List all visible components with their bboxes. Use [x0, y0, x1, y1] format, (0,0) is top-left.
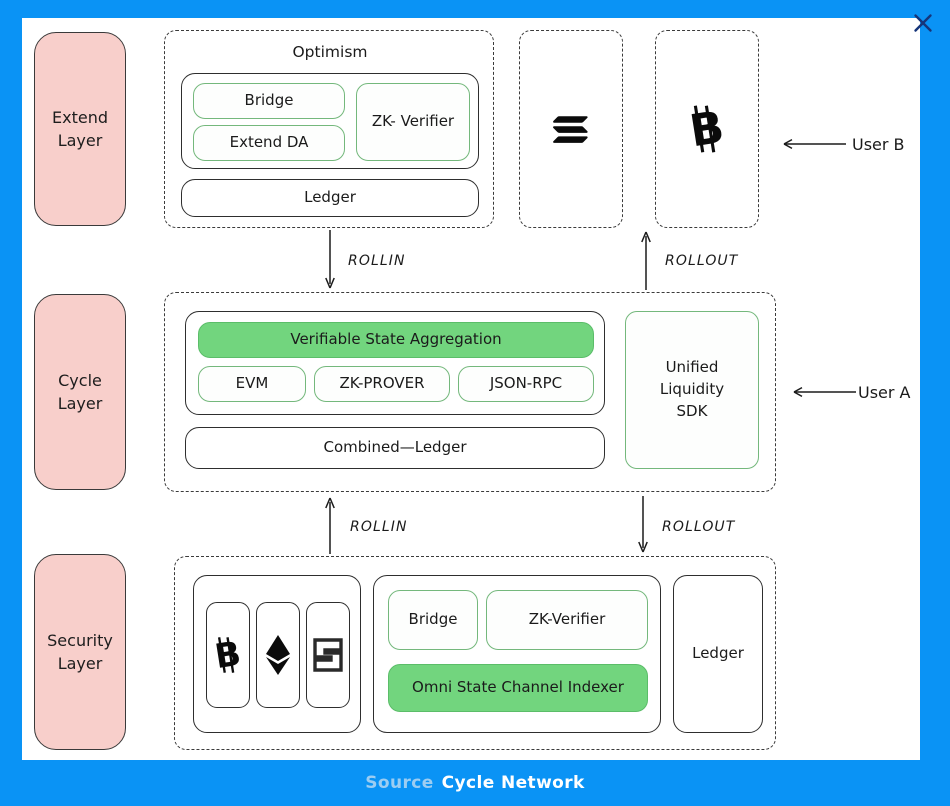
cycle-execution-container: Verifiable State Aggregation EVM ZK-PROV…: [185, 311, 605, 415]
layer-pill-cycle: Cycle Layer: [34, 294, 126, 490]
user-b-label: User B: [852, 135, 905, 154]
security-module-bridge-label: Bridge: [408, 610, 458, 629]
verifiable-state-aggregation[interactable]: Verifiable State Aggregation: [198, 322, 594, 358]
optimism-ledger[interactable]: Ledger: [181, 179, 479, 217]
bottom-rollin-arrow: [325, 497, 335, 554]
cycle-layer-group: Verifiable State Aggregation EVM ZK-PROV…: [164, 292, 776, 492]
optimism-title: Optimism: [292, 43, 368, 61]
solana-icon: [551, 113, 591, 145]
module-zk-verifier-label: ZK- Verifier: [371, 112, 455, 131]
layer-pill-security: Security Layer: [34, 554, 126, 750]
top-rollin-label: ROLLIN: [348, 253, 406, 269]
security-ledger[interactable]: Ledger: [673, 575, 763, 733]
cycle-layer-line2: Layer: [57, 394, 103, 413]
component-evm[interactable]: EVM: [198, 366, 306, 402]
ethereum-chain-cell[interactable]: [256, 602, 300, 708]
optimism-ledger-label: Ledger: [304, 188, 356, 207]
security-module-zk-verifier[interactable]: ZK-Verifier: [486, 590, 648, 650]
top-rollout-label: ROLLOUT: [665, 253, 739, 269]
layer-pill-extend: Extend Layer: [34, 32, 126, 226]
bitcoin-chain-top[interactable]: B: [655, 30, 759, 228]
user-a-arrow: [793, 386, 856, 398]
bottom-rollin-label: ROLLIN: [350, 519, 408, 535]
sui-chain-cell[interactable]: [306, 602, 350, 708]
bitcoin-chain-cell[interactable]: B: [206, 602, 250, 708]
footer: Source Cycle Network: [0, 760, 950, 806]
omni-state-channel-indexer[interactable]: Omni State Channel Indexer: [388, 664, 648, 712]
extend-layer-line1: Extend: [52, 107, 108, 127]
module-zk-verifier[interactable]: ZK- Verifier: [356, 83, 470, 161]
verifiable-state-aggregation-label: Verifiable State Aggregation: [290, 330, 502, 349]
unified-liquidity-sdk[interactable]: Unified Liquidity SDK: [625, 311, 759, 469]
component-evm-label: EVM: [235, 374, 269, 393]
security-ledger-label: Ledger: [692, 644, 744, 663]
extend-layer-line2: Layer: [57, 131, 103, 150]
solana-chain[interactable]: [519, 30, 623, 228]
security-layer-line2: Layer: [57, 654, 103, 673]
omni-state-channel-indexer-label: Omni State Channel Indexer: [412, 678, 624, 697]
footer-brand-label: Cycle Network: [441, 773, 585, 793]
component-zk-prover[interactable]: ZK-PROVER: [314, 366, 450, 402]
optimism-group: Optimism Bridge Extend DA ZK- Verifier L…: [164, 30, 494, 228]
footer-source-label: Source: [365, 773, 434, 793]
diagram-canvas: Extend Layer Cycle Layer Security Layer …: [22, 18, 920, 760]
bitcoin-icon: B: [212, 635, 244, 675]
component-json-rpc-label: JSON-RPC: [489, 374, 563, 393]
close-icon[interactable]: [912, 12, 934, 34]
security-module-zk-verifier-label: ZK-Verifier: [528, 610, 606, 629]
bottom-rollout-label: ROLLOUT: [662, 519, 736, 535]
combined-ledger-label: Combined—Ledger: [323, 438, 467, 457]
module-extend-da-label: Extend DA: [229, 133, 309, 152]
sdk-line2: Liquidity: [659, 380, 725, 399]
sdk-line1: Unified: [665, 358, 719, 377]
top-rollin-arrow: [325, 230, 335, 289]
sui-icon: [313, 638, 343, 672]
ethereum-icon: [263, 633, 293, 677]
security-module-container: Bridge ZK-Verifier Omni State Channel In…: [373, 575, 661, 733]
top-rollout-arrow: [641, 231, 651, 290]
module-bridge[interactable]: Bridge: [193, 83, 345, 119]
bottom-rollout-arrow: [638, 496, 648, 553]
bitcoin-icon: B: [686, 104, 728, 154]
user-b-arrow: [783, 138, 846, 150]
module-extend-da[interactable]: Extend DA: [193, 125, 345, 161]
security-module-bridge[interactable]: Bridge: [388, 590, 478, 650]
component-zk-prover-label: ZK-PROVER: [339, 374, 425, 393]
module-bridge-label: Bridge: [244, 91, 294, 110]
component-json-rpc[interactable]: JSON-RPC: [458, 366, 594, 402]
security-chain-group: B: [193, 575, 361, 733]
optimism-module-container: Bridge Extend DA ZK- Verifier: [181, 73, 479, 169]
cycle-layer-line1: Cycle: [58, 370, 102, 390]
user-a-label: User A: [858, 383, 911, 402]
security-layer-line1: Security: [47, 630, 113, 650]
security-layer-group: B: [174, 556, 776, 750]
combined-ledger[interactable]: Combined—Ledger: [185, 427, 605, 469]
sdk-line3: SDK: [676, 401, 708, 420]
